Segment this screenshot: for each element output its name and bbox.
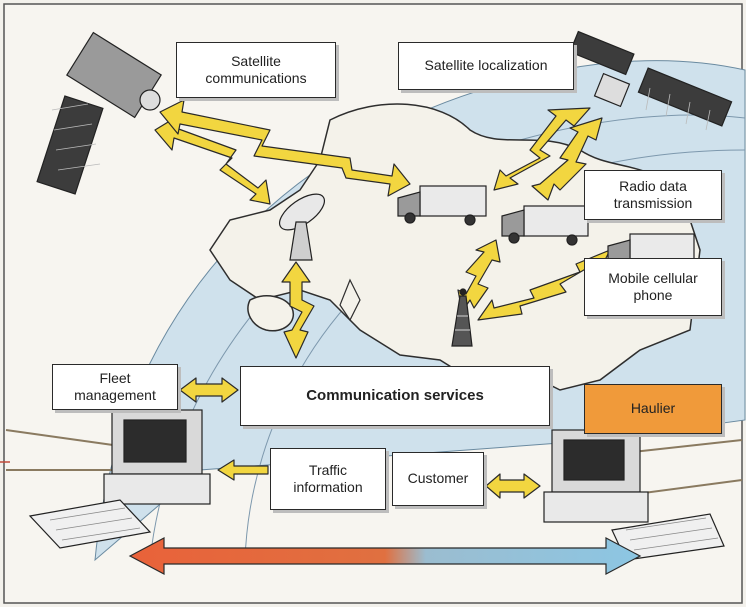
computer-left-icon — [28, 409, 211, 549]
arrow-dish-comm — [281, 261, 315, 359]
arrow-loc-truck1 — [493, 107, 591, 191]
island-land — [339, 278, 361, 322]
customer-label: Customer — [407, 470, 469, 487]
arrow-customer-pc — [485, 473, 541, 499]
arrow-tower-mobile — [477, 249, 611, 321]
satellite-dish-icon — [279, 193, 325, 261]
customer-box: Customer — [392, 452, 484, 506]
traffic-information-box: Traffic information — [270, 448, 386, 510]
arrow-satcomm-truck — [159, 99, 411, 197]
satellite-communications-box: Satellite communications — [176, 42, 336, 98]
satellite-localization-label: Satellite localization — [424, 57, 548, 74]
communication-services-label: Communication services — [306, 386, 484, 404]
arrow-fleet-comm — [179, 377, 239, 403]
haulier-box: Haulier — [584, 384, 722, 434]
radio-data-transmission-box: Radio data transmission — [584, 170, 722, 220]
fleet-management-label: Fleet management — [74, 369, 156, 404]
arrow-loc-truck2 — [531, 117, 603, 201]
satellite-right-icon — [569, 30, 733, 131]
satellite-left-icon — [36, 31, 162, 195]
yellow-arrows — [154, 99, 611, 499]
satellite-localization-box: Satellite localization — [398, 42, 574, 90]
truck-icon-1 — [397, 185, 487, 226]
arrow-traffic-pc — [217, 459, 269, 481]
britain-land — [247, 295, 295, 332]
mobile-cellular-phone-box: Mobile cellular phone — [584, 258, 722, 316]
arrow-satcomm-dish — [154, 115, 271, 205]
truck-icon-2 — [501, 205, 589, 246]
radio-tower-icon — [451, 288, 473, 347]
satellite-communications-label: Satellite communications — [205, 52, 307, 87]
haulier-label: Haulier — [630, 400, 676, 417]
radio-data-transmission-label: Radio data transmission — [613, 177, 693, 212]
communication-services-box: Communication services — [240, 366, 550, 426]
bottom-exchange-arrow — [128, 537, 642, 575]
traffic-information-label: Traffic information — [293, 461, 363, 496]
europe-land — [209, 103, 701, 391]
fleet-management-box: Fleet management — [52, 364, 178, 410]
mobile-cellular-phone-label: Mobile cellular phone — [608, 269, 698, 304]
